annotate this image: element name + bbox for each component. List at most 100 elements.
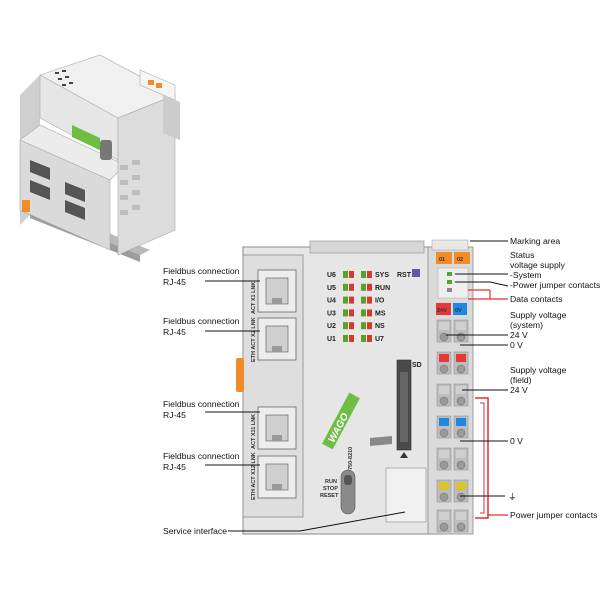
led-label-u2: U2 <box>327 323 336 330</box>
led-indicator <box>367 271 372 278</box>
port-label-x11: ACT X11 LNK <box>251 414 257 449</box>
sd-label: SD <box>412 362 422 369</box>
led-label-u6: U6 <box>327 272 336 279</box>
callout-supply-field-2: (field) <box>510 375 532 385</box>
callout-service-interface: Service interface <box>163 526 227 536</box>
callout-status-4: -Power jumper contacts <box>510 280 600 290</box>
rst-button[interactable] <box>412 269 420 277</box>
port-label-x2: ETH ACT X2 LNK <box>251 317 257 362</box>
terminal-clamp-marker <box>456 418 466 426</box>
switch-label-stop: STOP <box>323 486 338 492</box>
led-indicator <box>367 335 372 342</box>
callout-fieldbus-4-line2: RJ-45 <box>163 462 186 472</box>
led-indicator <box>349 283 354 291</box>
switch-label-reset: RESET <box>320 493 339 499</box>
terminal-wire-entry[interactable] <box>439 522 449 532</box>
led-indicator <box>343 296 348 304</box>
callout-marking-area: Marking area <box>510 236 560 246</box>
callout-supply-system-3: 24 V <box>510 330 528 340</box>
led-label-ns: NS <box>375 323 385 330</box>
rj45-port-x12[interactable] <box>257 455 297 499</box>
terminal-clamp-marker <box>456 386 466 394</box>
callout-supply-system-1: Supply voltage <box>510 310 567 320</box>
terminal-wire-entry[interactable] <box>456 396 466 406</box>
callout-supply-field-3: 24 V <box>510 385 528 395</box>
switch-label-run: RUN <box>325 479 337 485</box>
terminal-clamp-marker <box>439 482 449 490</box>
callout-supply-field-1: Supply voltage <box>510 365 567 375</box>
rj45-port-x11[interactable] <box>257 406 297 450</box>
led-indicator <box>349 309 354 317</box>
terminal-clamp-marker <box>439 450 449 458</box>
led-indicator <box>361 322 366 330</box>
terminal-clamp-marker <box>439 512 449 520</box>
led-indicator <box>349 335 354 342</box>
terminal-clamp-marker <box>456 354 466 362</box>
terminal-clamp-marker <box>439 418 449 426</box>
callout-fieldbus-3-line1: Fieldbus connection <box>163 399 240 409</box>
led-indicator <box>343 335 348 342</box>
terminal-clamps <box>436 319 469 533</box>
left-callouts: Fieldbus connection RJ-45 Fieldbus conne… <box>163 266 406 536</box>
led-label-u5: U5 <box>327 285 336 292</box>
callout-fieldbus-1-line1: Fieldbus connection <box>163 266 240 276</box>
terminal-clamp-marker <box>456 512 466 520</box>
led-label-ms: MS <box>375 310 386 317</box>
callout-zero-v: 0 V <box>510 436 523 446</box>
led-indicator <box>367 296 372 304</box>
led-indicator <box>343 322 348 330</box>
led-label-u3: U3 <box>327 310 336 317</box>
model-number: 750-8210 <box>348 447 354 470</box>
led-indicator <box>361 309 366 317</box>
terminal-wire-entry[interactable] <box>456 460 466 470</box>
terminal-wire-entry[interactable] <box>439 332 449 342</box>
terminal-wire-entry[interactable] <box>439 460 449 470</box>
terminal-wire-entry[interactable] <box>456 332 466 342</box>
port-label-x1: ACT X1 LNK <box>251 282 257 314</box>
led-indicator <box>343 271 348 278</box>
terminal-clamp-marker <box>456 482 466 490</box>
callout-status-2: voltage supply <box>510 260 566 270</box>
terminal-clamp-marker <box>439 322 449 330</box>
rst-label: RST <box>397 272 412 279</box>
rj45-port-x2[interactable] <box>257 317 297 361</box>
terminal-wire-entry[interactable] <box>456 428 466 438</box>
terminal-wire-entry[interactable] <box>439 428 449 438</box>
terminal-wire-entry[interactable] <box>439 492 449 502</box>
terminal-number-01: 01 <box>439 257 445 263</box>
product-photo <box>19 54 180 262</box>
rj45-port-x1[interactable] <box>257 269 297 313</box>
terminal-wire-entry[interactable] <box>456 364 466 374</box>
led-label-sys: SYS <box>375 272 389 279</box>
terminal-wire-entry[interactable] <box>456 522 466 532</box>
led-indicator <box>349 271 354 278</box>
terminal-clamp-marker <box>439 354 449 362</box>
callout-fieldbus-4-line1: Fieldbus connection <box>163 451 240 461</box>
led-indicator <box>367 283 372 291</box>
led-indicator <box>349 322 354 330</box>
led-label-u4: U4 <box>327 298 336 305</box>
callout-fieldbus-1-line2: RJ-45 <box>163 277 186 287</box>
terminal-wire-entry[interactable] <box>439 396 449 406</box>
callout-power-jumper: Power jumper contacts <box>510 510 597 520</box>
led-indicator <box>367 309 372 317</box>
terminal-wire-entry[interactable] <box>456 492 466 502</box>
callout-data-contacts: Data contacts <box>510 294 563 304</box>
led-label-io: I/O <box>375 298 385 305</box>
led-indicator <box>343 309 348 317</box>
ground-symbol: ⏚ <box>508 492 517 502</box>
right-callouts: Marking area Status voltage supply -Syst… <box>446 236 600 520</box>
terminal-wire-entry[interactable] <box>439 364 449 374</box>
port-label-x12: ETH ACT X12 LNK <box>251 452 257 500</box>
led-indicator <box>361 335 366 342</box>
led-indicator <box>361 283 366 291</box>
led-label-u7: U7 <box>375 336 384 343</box>
callout-fieldbus-3-line2: RJ-45 <box>163 410 186 420</box>
service-interface[interactable] <box>385 467 427 523</box>
release-lever[interactable] <box>236 358 244 392</box>
terminal-clamp-marker <box>456 322 466 330</box>
terminal-clamp-marker <box>456 450 466 458</box>
badge-0v: 0V <box>455 308 462 314</box>
